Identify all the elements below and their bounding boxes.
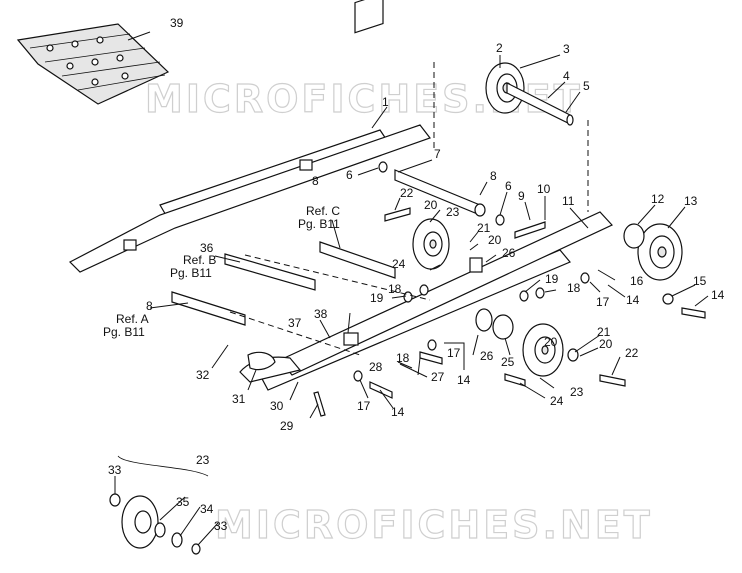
callout-21a: 21 [477, 221, 491, 235]
callout-16: 16 [630, 274, 644, 288]
callout-33a: 33 [108, 463, 122, 477]
track-clip-strip [16, 23, 170, 105]
callout-22a: 22 [400, 186, 414, 200]
callout-36: 36 [200, 241, 214, 255]
callout-26b: 26 [480, 349, 494, 363]
callout-14d: 14 [391, 405, 405, 419]
assembly-lines [229, 62, 589, 356]
ref-a-page: Pg. B11 [103, 325, 145, 339]
callout-25: 25 [501, 355, 515, 369]
ref-b-page: Pg. B11 [170, 266, 212, 280]
callout-23c: 23 [196, 453, 210, 467]
callout-4: 4 [563, 69, 570, 83]
ref-b-label: Ref. B [183, 253, 216, 267]
callout-11: 11 [562, 194, 575, 208]
callout-12: 12 [651, 192, 665, 206]
idler-wheel-right [623, 223, 683, 281]
callout-38: 38 [314, 307, 328, 321]
callout-15: 15 [693, 274, 707, 288]
callout-5: 5 [583, 79, 590, 93]
callout-24b: 24 [550, 394, 564, 408]
callout-6b: 6 [505, 179, 512, 193]
callout-19a: 19 [370, 291, 384, 305]
callout-2: 2 [496, 41, 503, 55]
callout-26a: 26 [502, 246, 516, 260]
callout-17c: 17 [357, 399, 371, 413]
ref-c-page: Pg. B11 [298, 217, 340, 231]
callout-20c: 20 [599, 337, 613, 351]
callout-8a: 8 [490, 169, 497, 183]
callout-32: 32 [196, 368, 210, 382]
callout-8c: 8 [146, 299, 153, 313]
callout-34: 34 [200, 502, 214, 516]
callout-13: 13 [684, 194, 698, 208]
callout-39: 39 [170, 16, 184, 30]
callout-19b: 19 [545, 272, 559, 286]
callout-14c: 14 [457, 373, 471, 387]
callout-18a: 18 [388, 282, 402, 296]
idler-wheel-top [485, 62, 574, 126]
callout-33b: 33 [214, 519, 228, 533]
axle-shafts [171, 169, 486, 326]
callout-23b: 23 [570, 385, 584, 399]
callout-1: 1 [382, 95, 389, 109]
callout-7: 7 [434, 147, 441, 161]
callout-20d: 20 [544, 335, 558, 349]
callout-30: 30 [270, 399, 284, 413]
callout-14b: 14 [711, 288, 725, 302]
callout-28: 28 [369, 360, 383, 374]
callout-22b: 22 [625, 346, 639, 360]
callout-23a: 23 [446, 205, 460, 219]
callout-18b: 18 [567, 281, 581, 295]
callout-21b: 21 [597, 325, 611, 339]
callout-29: 29 [280, 419, 294, 433]
callout-20a: 20 [424, 198, 438, 212]
callout-6a: 6 [346, 168, 353, 182]
callout-8b: 8 [312, 174, 319, 188]
callout-17b: 17 [447, 346, 461, 360]
callout-24a: 24 [392, 257, 406, 271]
callout-18c: 18 [396, 351, 410, 365]
ref-a-label: Ref. A [116, 312, 149, 326]
ref-c-label: Ref. C [306, 204, 340, 218]
callout-17a: 17 [596, 295, 610, 309]
idler-wheel-center [412, 218, 564, 377]
callout-27: 27 [431, 370, 445, 384]
wheel-detail-exploded [109, 455, 209, 555]
callout-35: 35 [176, 495, 190, 509]
rear-slide-rail [68, 0, 613, 391]
callout-14a: 14 [626, 293, 640, 307]
leader-lines [114, 54, 709, 546]
callout-10: 10 [537, 182, 551, 196]
callout-9: 9 [518, 189, 525, 203]
callout-31: 31 [232, 392, 246, 406]
callout-37: 37 [288, 316, 302, 330]
washers-nuts [353, 161, 674, 382]
watermark-bottom: MICROFICHES.NET [215, 503, 653, 547]
brackets [123, 159, 483, 371]
callout-20b: 20 [488, 233, 502, 247]
callout-3: 3 [563, 42, 570, 56]
